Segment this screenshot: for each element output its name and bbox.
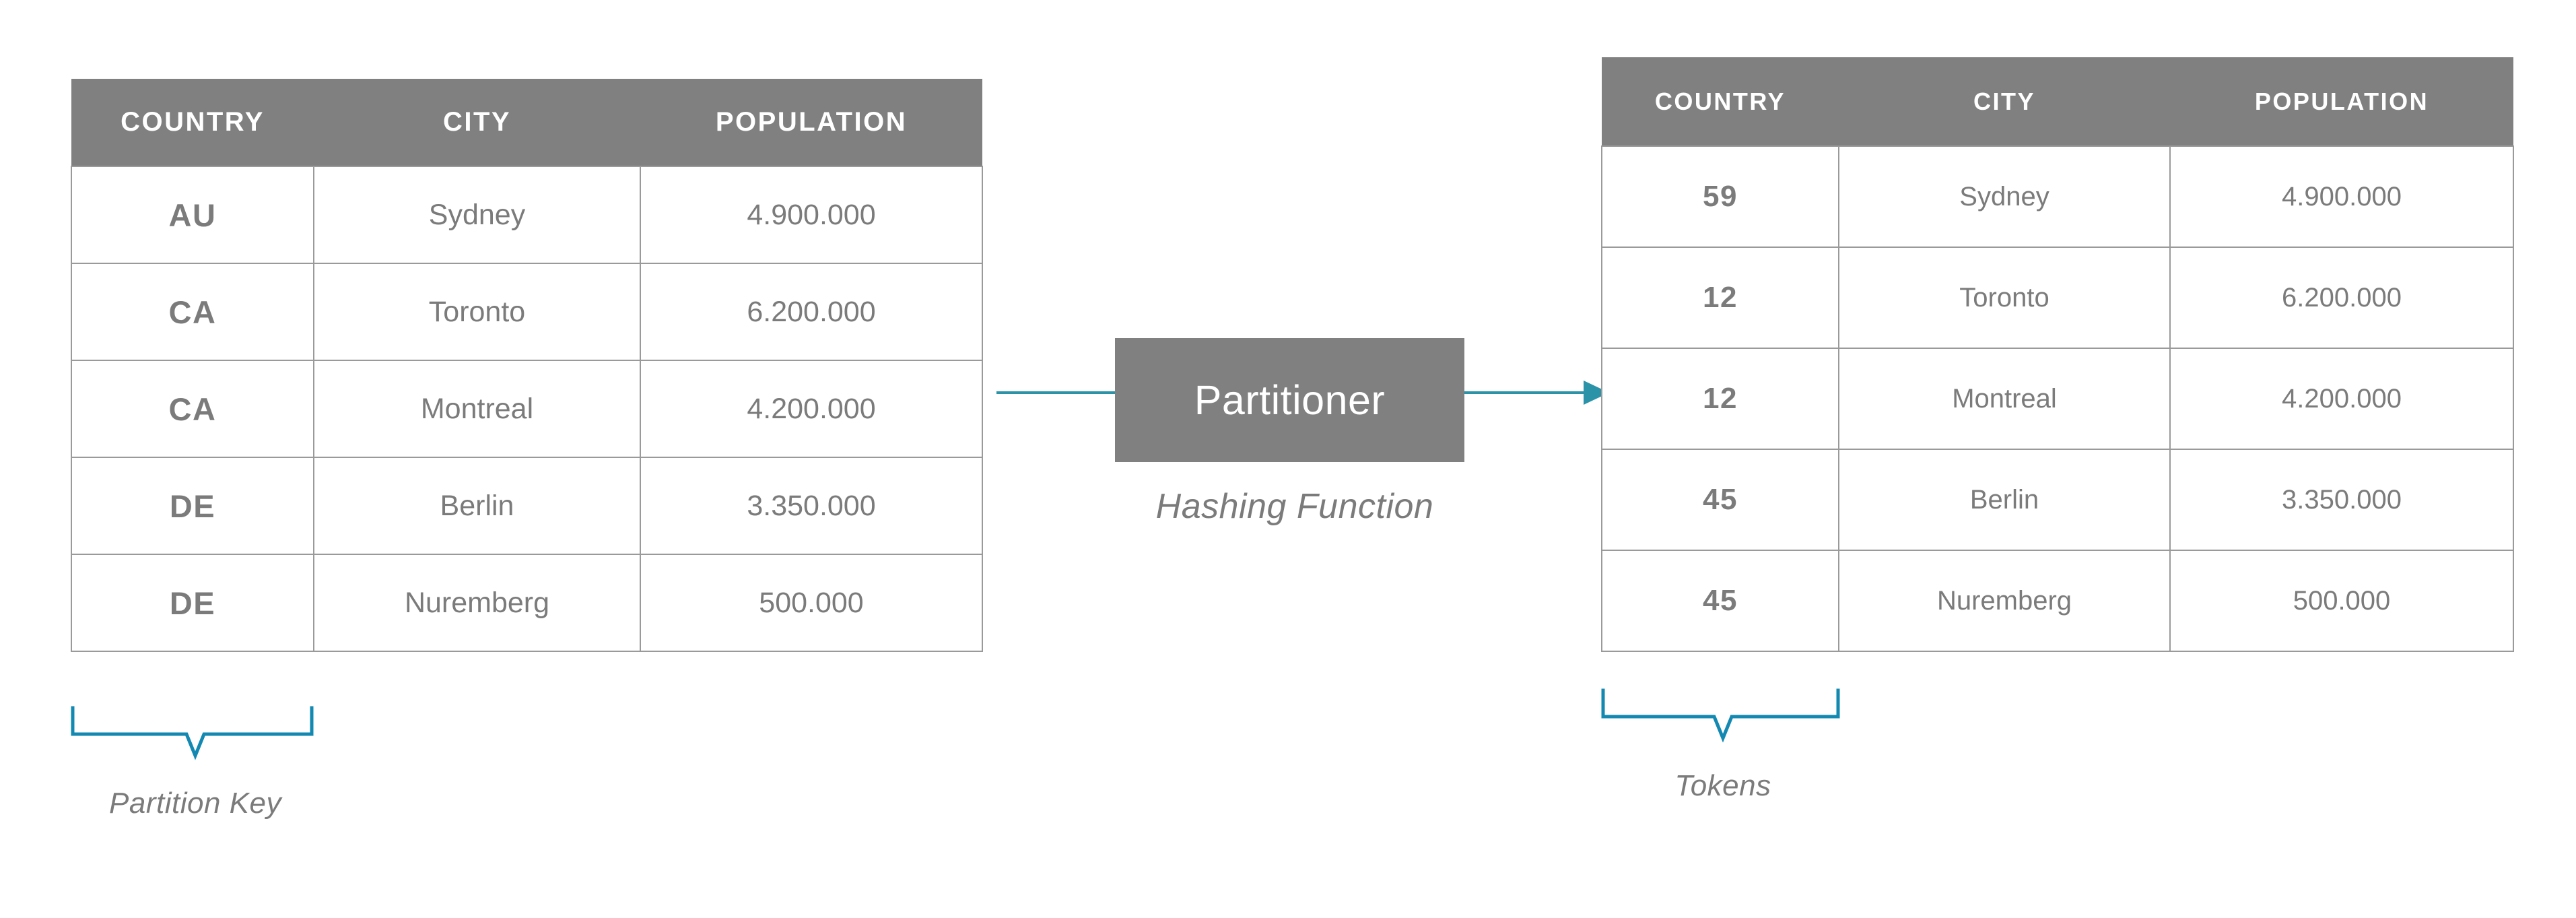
partition-key-table: COUNTRY CITY POPULATION AU Sydney 4.900.…: [71, 79, 983, 652]
cell-country: CA: [71, 360, 314, 458]
cell-city: Berlin: [313, 457, 641, 555]
column-header-population: POPULATION: [2170, 57, 2513, 146]
partitioner-box: Partitioner: [1115, 338, 1464, 462]
cell-population: 4.900.000: [2169, 145, 2514, 248]
column-header-city: CITY: [1839, 57, 2170, 146]
curly-brace-down-icon: [1601, 688, 1840, 743]
table-row: 45 Nuremberg 500.000: [1601, 550, 2514, 652]
table-row: AU Sydney 4.900.000: [71, 166, 983, 264]
cell-city: Nuremberg: [313, 554, 641, 652]
cell-city: Nuremberg: [1838, 550, 2171, 652]
column-header-country: COUNTRY: [71, 79, 314, 166]
cell-city: Sydney: [1838, 145, 2171, 248]
cell-city: Montreal: [1838, 348, 2171, 450]
partition-key-bracket-group: Partition Key: [71, 706, 320, 820]
flow-arrow-icon: [996, 381, 1609, 405]
cell-population: 500.000: [2169, 550, 2514, 652]
cell-city: Montreal: [313, 360, 641, 458]
cell-population: 6.200.000: [2169, 247, 2514, 349]
cell-population: 3.350.000: [640, 457, 983, 555]
column-header-country: COUNTRY: [1602, 57, 1839, 146]
partitioner-flow: Partitioner: [996, 317, 1609, 478]
cell-population: 4.200.000: [640, 360, 983, 458]
cell-country: CA: [71, 263, 314, 361]
cell-token: 45: [1601, 550, 1839, 652]
tokens-bracket-group: Tokens: [1601, 688, 1845, 803]
table-row: 45 Berlin 3.350.000: [1601, 449, 2514, 551]
cell-token: 59: [1601, 145, 1839, 248]
table-row: 12 Montreal 4.200.000: [1601, 348, 2514, 450]
table-row: CA Montreal 4.200.000: [71, 360, 983, 458]
cell-city: Sydney: [313, 166, 641, 264]
table-row: 59 Sydney 4.900.000: [1601, 145, 2514, 248]
table-row: DE Berlin 3.350.000: [71, 457, 983, 555]
cell-population: 6.200.000: [640, 263, 983, 361]
curly-brace-down-icon: [71, 706, 314, 760]
cell-country: DE: [71, 457, 314, 555]
table-header-row: COUNTRY CITY POPULATION: [1602, 57, 2513, 146]
table-row: DE Nuremberg 500.000: [71, 554, 983, 652]
cell-population: 3.350.000: [2169, 449, 2514, 551]
cell-token: 12: [1601, 247, 1839, 349]
cell-population: 4.900.000: [640, 166, 983, 264]
hashing-function-caption: Hashing Function: [1155, 487, 1434, 526]
table-row: 12 Toronto 6.200.000: [1601, 247, 2514, 349]
cell-country: DE: [71, 554, 314, 652]
column-header-population: POPULATION: [640, 79, 982, 166]
table-row: CA Toronto 6.200.000: [71, 263, 983, 361]
cell-country: AU: [71, 166, 314, 264]
cell-token: 45: [1601, 449, 1839, 551]
tokens-caption: Tokens: [1674, 769, 1771, 802]
partition-key-caption: Partition Key: [109, 787, 281, 820]
column-header-city: CITY: [314, 79, 640, 166]
table-header-row: COUNTRY CITY POPULATION: [71, 79, 982, 166]
cell-population: 4.200.000: [2169, 348, 2514, 450]
cell-city: Toronto: [313, 263, 641, 361]
cell-city: Berlin: [1838, 449, 2171, 551]
cell-city: Toronto: [1838, 247, 2171, 349]
cell-token: 12: [1601, 348, 1839, 450]
token-table: COUNTRY CITY POPULATION 59 Sydney 4.900.…: [1601, 57, 2514, 652]
partitioner-label: Partitioner: [1194, 377, 1386, 423]
cell-population: 500.000: [640, 554, 983, 652]
